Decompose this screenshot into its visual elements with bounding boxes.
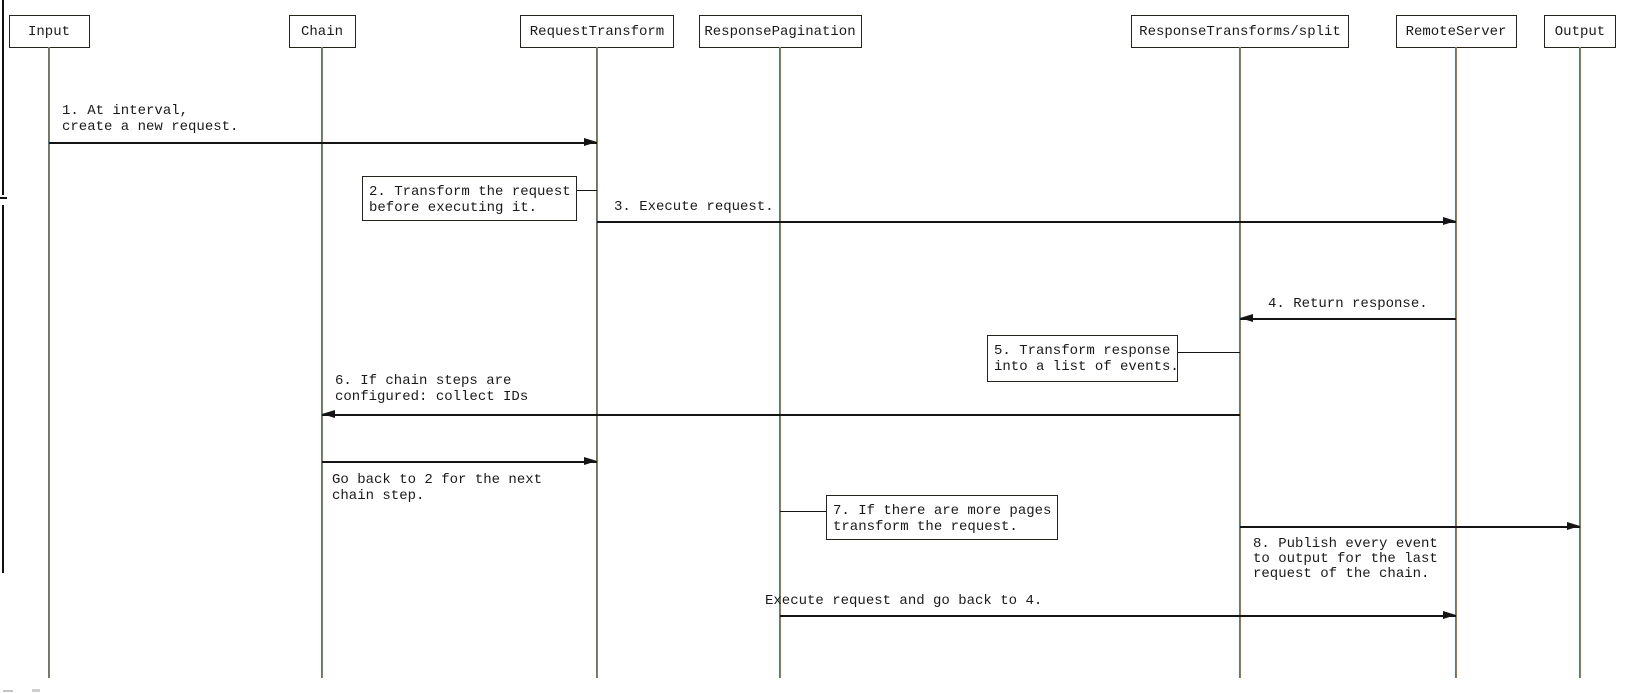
message-line-execute-go-back-to-4 — [780, 615, 1456, 617]
message-line-4-return-response — [1240, 318, 1456, 320]
message-text-line: create a new request. — [62, 119, 239, 135]
arrowhead-8-publish-events — [1567, 521, 1580, 530]
participant-label: ResponseTransforms/split — [1139, 23, 1341, 40]
message-label-3-execute-request: 3. Execute request. — [614, 199, 774, 215]
message-text-line: Go back to 2 for the next — [332, 472, 543, 488]
lifeline-chain — [321, 47, 323, 678]
message-text-line: 4. Return response. — [1268, 296, 1428, 312]
participant-input: Input — [8, 15, 90, 48]
message-line-8-publish-events — [1240, 526, 1580, 528]
message-line-6-collect-ids — [322, 414, 1240, 416]
participant-label: RemoteServer — [1405, 23, 1507, 40]
participant-remote-server: RemoteServer — [1395, 15, 1517, 48]
bottom-left-mark-1 — [3, 690, 13, 692]
message-text-line: 3. Execute request. — [614, 199, 774, 215]
lifeline-remote-server — [1455, 47, 1457, 678]
note-connector-2-transform-request — [577, 190, 597, 192]
participant-label: Chain — [300, 23, 343, 40]
arrowhead-execute-go-back-to-4 — [1443, 610, 1456, 619]
lifeline-request-transform — [596, 47, 598, 678]
window-edge-tick — [0, 197, 7, 199]
arrowhead-go-back-to-2 — [584, 456, 597, 465]
arrowhead-4-return-response — [1240, 313, 1253, 322]
arrowhead-1-create-request — [584, 137, 597, 146]
note-text-line: transform the request. — [833, 519, 1018, 535]
arrowhead-3-execute-request — [1443, 216, 1456, 225]
message-line-3-execute-request — [597, 221, 1456, 223]
message-label-execute-go-back-to-4: Execute request and go back to 4. — [765, 593, 1042, 609]
participant-label: RequestTransform — [529, 23, 665, 40]
note-connector-5-transform-response — [1178, 352, 1240, 354]
bottom-left-mark-2 — [32, 689, 40, 692]
note-text-line: into a list of events. — [994, 359, 1179, 375]
message-text-line: chain step. — [332, 488, 425, 504]
participant-output: Output — [1544, 15, 1616, 48]
participant-label: ResponsePagination — [704, 23, 856, 40]
lifeline-response-pagination — [779, 47, 781, 678]
message-label-1-create-request: 1. At interval,create a new request. — [62, 103, 238, 135]
note-text-line: 5. Transform response — [994, 343, 1171, 359]
message-text-line: 6. If chain steps are — [335, 373, 512, 389]
message-text-line: request of the chain. — [1253, 566, 1430, 582]
window-edge-line-top — [2, 0, 4, 195]
message-text-line: 8. Publish every event — [1253, 536, 1438, 552]
lifeline-output — [1579, 47, 1581, 678]
participant-label: Input — [27, 23, 70, 40]
participant-response-pagination: ResponsePagination — [698, 15, 862, 48]
participant-label: Output — [1554, 23, 1606, 40]
message-text-line: to output for the last — [1253, 551, 1438, 567]
message-text-line: configured: collect IDs — [335, 389, 529, 405]
message-label-4-return-response: 4. Return response. — [1268, 296, 1428, 312]
lifeline-input — [48, 47, 50, 678]
note-connector-7-more-pages — [780, 511, 826, 513]
note-text-line: before executing it. — [369, 200, 538, 216]
window-edge-line-bottom — [2, 205, 4, 573]
lifeline-response-transforms-split — [1239, 47, 1241, 678]
arrowhead-6-collect-ids — [322, 409, 335, 418]
message-text-line: Execute request and go back to 4. — [765, 593, 1043, 609]
note-text-line: 2. Transform the request — [369, 184, 571, 200]
message-line-go-back-to-2 — [322, 461, 597, 463]
message-line-1-create-request — [49, 142, 597, 144]
note-text-line: 7. If there are more pages — [833, 503, 1052, 519]
message-text-line: 1. At interval, — [62, 103, 189, 119]
participant-response-transforms-split: ResponseTransforms/split — [1131, 15, 1349, 48]
participant-request-transform: RequestTransform — [520, 15, 674, 48]
participant-chain: Chain — [288, 15, 356, 48]
